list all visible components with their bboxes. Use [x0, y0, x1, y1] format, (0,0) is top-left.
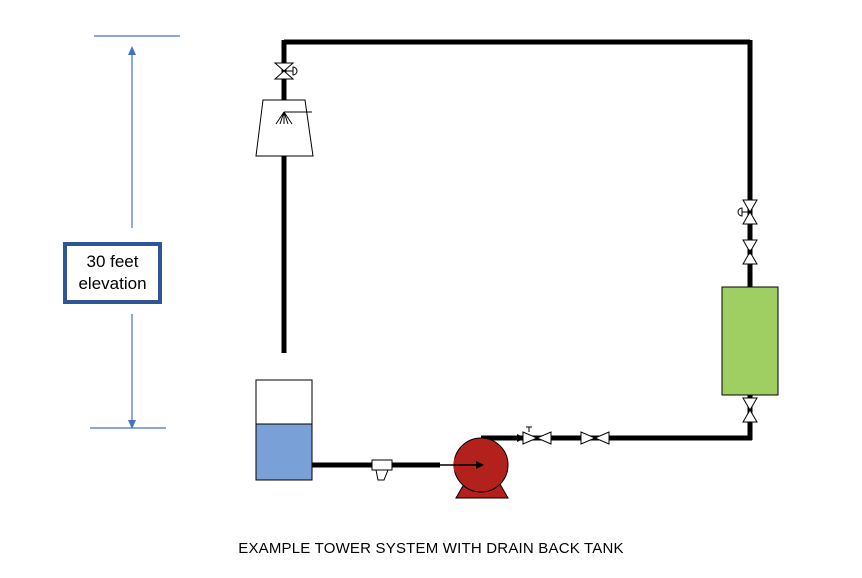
tank-water	[255, 423, 313, 481]
gate-valve-hx-inlet	[742, 397, 758, 423]
flow-arrow	[517, 434, 525, 442]
balancing-valve	[522, 426, 552, 445]
cooling-tower	[255, 99, 314, 157]
elevation-dimension	[90, 35, 180, 429]
elevation-label-line1: 30 feet	[86, 252, 139, 271]
heat-exchanger	[721, 286, 779, 396]
gate-valve-hx-outlet	[742, 239, 758, 265]
pump	[440, 437, 509, 499]
control-valve-tower	[273, 62, 298, 80]
drain-back-tank	[255, 379, 313, 481]
gate-valve-discharge	[580, 431, 610, 445]
diagram-caption: EXAMPLE TOWER SYSTEM WITH DRAIN BACK TAN…	[238, 540, 624, 557]
arrow-down-head	[128, 420, 136, 429]
strainer	[371, 459, 393, 481]
control-valve-return	[737, 199, 758, 225]
piping	[281, 39, 753, 468]
elevation-label-box: 30 feet elevation	[63, 242, 162, 304]
elevation-label-line2: elevation	[78, 274, 147, 293]
arrow-up-head	[128, 46, 136, 55]
